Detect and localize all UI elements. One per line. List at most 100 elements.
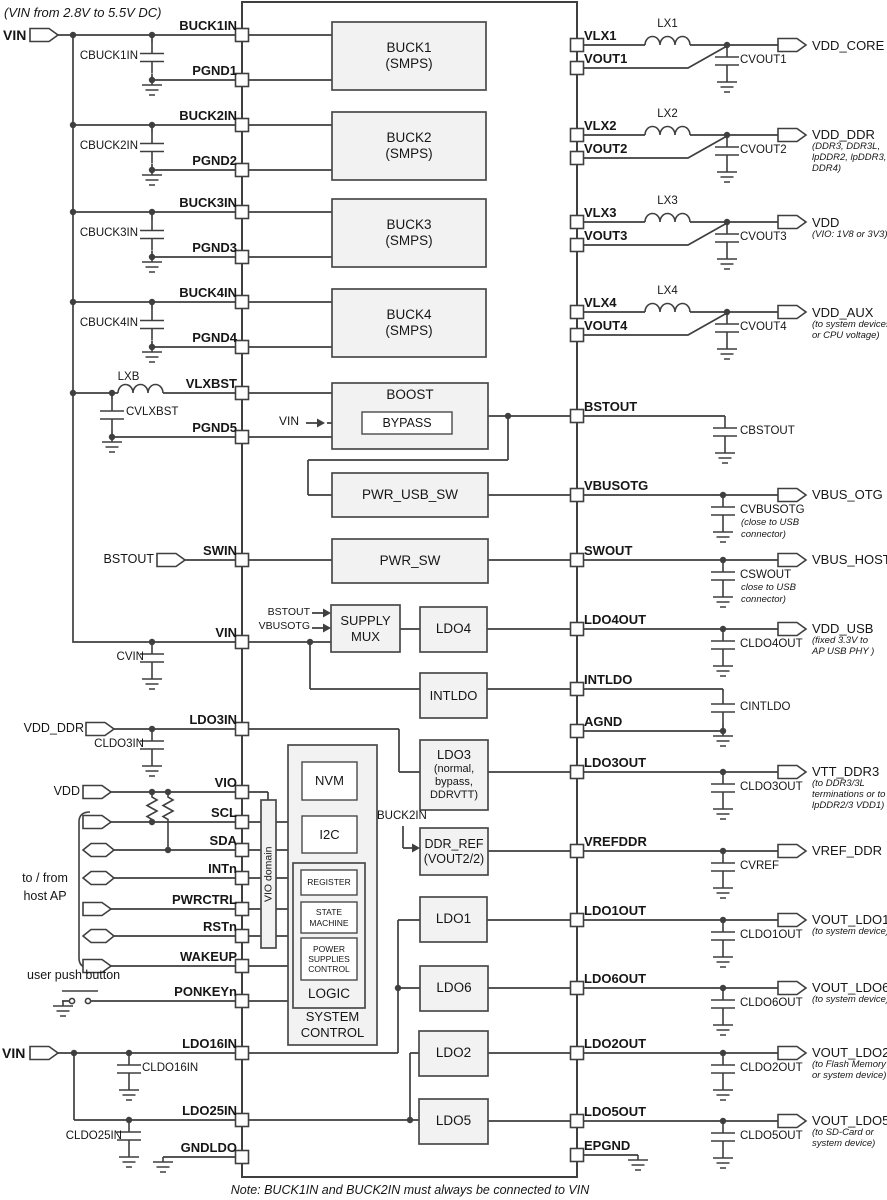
pin-ldo4out: LDO4OUT xyxy=(584,612,647,627)
internal-buck2in-label: BUCK2IN xyxy=(377,810,427,822)
pin-pgnd4: PGND4 xyxy=(192,330,237,345)
push-button-label: user push button xyxy=(27,968,121,982)
block-buck2: BUCK2 (SMPS) xyxy=(332,112,486,180)
output-vtt-ddr3-note-2: terminations or to xyxy=(812,789,886,800)
inductor-lx2-label: LX2 xyxy=(657,108,678,120)
block-ddr-ref-line1: DDR_REF xyxy=(424,836,484,851)
pin-vio: VIO xyxy=(214,775,237,790)
host-ap-label-1: to / from xyxy=(22,871,68,885)
output-vout-ldo1: VOUT_LDO1 xyxy=(812,912,887,927)
pin-buck1in: BUCK1IN xyxy=(179,18,237,33)
block-supply-mux-line2: MUX xyxy=(351,628,380,644)
pin-ponkeyn: PONKEYn xyxy=(174,984,237,999)
pullup-resistor-sda xyxy=(161,792,175,850)
block-ddr-ref: DDR_REF (VOUT2/2) xyxy=(420,828,488,875)
pin-ldo6out: LDO6OUT xyxy=(584,971,647,986)
function-blocks xyxy=(260,21,489,1145)
wires-right xyxy=(577,44,778,1156)
output-vdd-aux-note-2: or CPU voltage) xyxy=(812,330,880,341)
output-vtt-ddr3-note-3: lpDDR2/3 VDD1) xyxy=(812,800,885,811)
internal-bstout-label: BSTOUT xyxy=(267,606,310,618)
arrow-icons xyxy=(317,418,420,853)
cap-cldo16in-label: CLDO16IN xyxy=(142,1062,199,1074)
cap-cvlxbst-label: CVLXBST xyxy=(126,406,179,418)
bottom-note: Note: BUCK1IN and BUCK2IN must always be… xyxy=(230,1183,590,1197)
output-vref-ddr: VREF_DDR xyxy=(812,843,883,858)
block-pwr-sw: PWR_SW xyxy=(379,552,441,568)
pin-ldo25in: LDO25IN xyxy=(182,1103,237,1118)
pin-vlx1: VLX1 xyxy=(584,28,617,43)
block-register: REGISTER xyxy=(307,877,351,888)
block-intldo: INTLDO xyxy=(429,687,478,703)
cap-cbstout-label: CBSTOUT xyxy=(740,425,795,437)
pin-vout2: VOUT2 xyxy=(584,141,628,156)
block-supply-mux-line1: SUPPLY xyxy=(340,612,391,628)
block-buck4-line2: (SMPS) xyxy=(385,323,433,338)
push-button-icon xyxy=(62,990,98,1005)
pin-wakeup: WAKEUP xyxy=(179,949,237,964)
output-vout-ldo2: VOUT_LDO2 xyxy=(812,1045,887,1060)
block-pwr-usb-sw: PWR_USB_SW xyxy=(361,486,459,502)
cap-cldo4out-label: CLDO4OUT xyxy=(740,638,803,650)
output-vout-ldo5-note-1: (to SD-Card or xyxy=(812,1127,874,1138)
pin-buck3in: BUCK3IN xyxy=(179,195,237,210)
vin-top-label: VIN xyxy=(3,27,27,43)
output-vdd-note-1: (VIO: 1V8 or 3V3) xyxy=(812,229,887,240)
block-nvm: NVM xyxy=(315,773,344,789)
block-system-control-label: SYSTEM CONTROL xyxy=(288,1008,377,1042)
block-system-control-line2: CONTROL xyxy=(300,1025,365,1040)
pin-vout4: VOUT4 xyxy=(584,318,628,333)
output-vout-ldo5-note-2: system device) xyxy=(812,1138,876,1149)
pin-vlxbst: VLXBST xyxy=(185,376,237,391)
pin-vout3: VOUT3 xyxy=(584,228,628,243)
block-ldo3-line1: LDO3 xyxy=(437,747,471,763)
junction-dots xyxy=(69,31,731,1125)
pin-ldo5out: LDO5OUT xyxy=(584,1104,647,1119)
vdd-ddr-input-label: VDD_DDR xyxy=(23,721,84,735)
cap-cswout-note-2: connector) xyxy=(741,594,786,605)
block-buck3: BUCK3 (SMPS) xyxy=(332,199,486,267)
block-ldo3-line4: DDRVTT) xyxy=(429,789,479,802)
pin-ldo2out: LDO2OUT xyxy=(584,1036,647,1051)
pin-vrefddr: VREFDDR xyxy=(584,834,647,849)
block-logic-label: LOGIC xyxy=(307,985,350,1001)
cap-cswout-note-1: close to USB xyxy=(741,582,796,593)
cap-cldo1out-label: CLDO1OUT xyxy=(740,929,803,941)
output-vbus-otg: VBUS_OTG xyxy=(812,487,883,502)
block-ldo2: LDO2 xyxy=(435,1045,472,1061)
cap-cvbusotg-note-1: (close to USB xyxy=(741,517,800,528)
pin-pgnd2: PGND2 xyxy=(192,153,237,168)
host-ap-label-2: host AP xyxy=(23,889,67,903)
cap-cvout2-label: CVOUT2 xyxy=(740,144,787,156)
block-i2c: I2C xyxy=(319,826,340,842)
output-vout-ldo5: VOUT_LDO5 xyxy=(812,1113,887,1128)
block-system-control-line1: SYSTEM xyxy=(305,1009,360,1025)
pin-vin: VIN xyxy=(215,625,237,640)
output-vdd-aux: VDD_AUX xyxy=(812,305,874,320)
pin-pgnd5: PGND5 xyxy=(192,420,237,435)
block-state-machine: STATE MACHINE xyxy=(301,902,357,933)
block-ldo4: LDO4 xyxy=(435,621,472,637)
output-vdd-ddr-note-1: (DDR3, DDR3L, xyxy=(812,141,881,152)
pin-buck2in: BUCK2IN xyxy=(179,108,237,123)
cap-cvin-label: CVIN xyxy=(116,651,144,663)
pin-ldo16in: LDO16IN xyxy=(182,1036,237,1051)
pin-bstout: BSTOUT xyxy=(584,399,638,414)
pin-epgnd: EPGND xyxy=(584,1138,631,1153)
pin-vbusotg: VBUSOTG xyxy=(584,478,649,493)
block-bypass: BYPASS xyxy=(382,415,432,430)
inductor-lx1-label: LX1 xyxy=(657,18,678,30)
cap-cldo6out-label: CLDO6OUT xyxy=(740,997,803,1009)
pin-gndldo: GNDLDO xyxy=(180,1140,237,1155)
pin-vlx2: VLX2 xyxy=(584,118,617,133)
output-vdd-usb-note-2: AP USB PHY ) xyxy=(812,646,875,657)
cap-cbuck2in-label: CBUCK2IN xyxy=(79,140,138,152)
block-ddr-ref-line2: (VOUT2/2) xyxy=(423,851,485,866)
output-vdd-ddr: VDD_DDR xyxy=(812,127,875,142)
block-supply-mux: SUPPLY MUX xyxy=(331,605,400,652)
block-buck4: BUCK4 (SMPS) xyxy=(332,289,486,357)
output-vout-ldo2-note-2: or system device) xyxy=(812,1070,887,1081)
internal-vbusotg-label: VBUSOTG xyxy=(258,620,310,632)
block-ldo3-line3: bypass, xyxy=(435,776,473,789)
output-vdd-core: VDD_CORE xyxy=(812,38,885,53)
